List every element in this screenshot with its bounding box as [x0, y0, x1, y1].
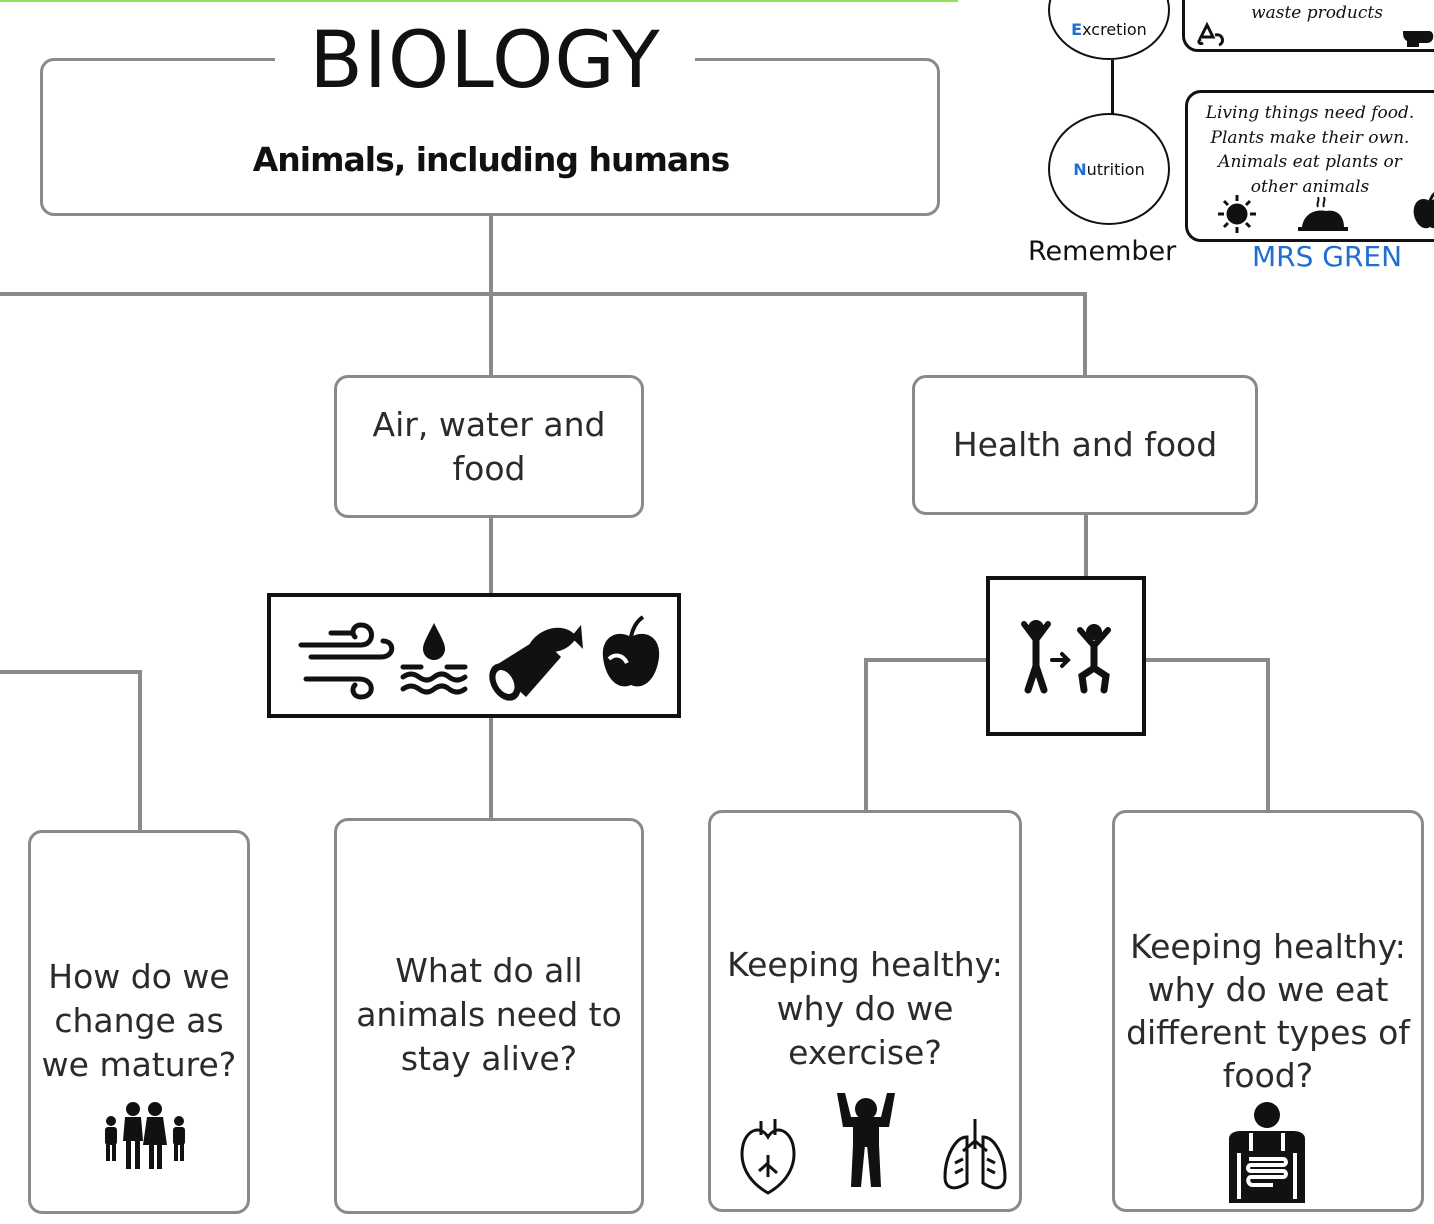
- apple-icon: [602, 615, 660, 687]
- heart-icon: [740, 1119, 796, 1195]
- question-line: we mature?: [41, 1045, 237, 1084]
- digestive-system-icon: [1229, 1102, 1305, 1203]
- question-card-exercise: Keeping healthy: why do we exercise?: [708, 810, 1022, 1212]
- page-title: BIOLOGY: [275, 16, 695, 106]
- question-line: why do we eat: [1147, 970, 1389, 1009]
- nutrition-circle: Nutrition: [1048, 113, 1170, 225]
- nutrition-box: Living things need food. Plants make the…: [1185, 90, 1434, 242]
- topic-air-water-food: Air, water and food: [334, 375, 644, 518]
- question-line: change as: [54, 1001, 224, 1040]
- strong-person-icon: [837, 1093, 895, 1187]
- nutrition-line: other animals: [1250, 176, 1370, 197]
- question-card-food-types: Keeping healthy: why do we eat different…: [1112, 810, 1424, 1212]
- water-icon: [400, 623, 468, 695]
- question-card-mature: How do we change as we mature?: [28, 830, 250, 1214]
- question-line: different types of: [1126, 1013, 1410, 1052]
- question-line: food?: [1222, 1056, 1314, 1095]
- question-line: What do all: [395, 951, 583, 990]
- excretion-text: waste products: [1251, 3, 1383, 23]
- family-icon: [105, 1102, 185, 1169]
- nutrition-line: Plants make their own.: [1210, 127, 1410, 148]
- health-food-icons: [986, 576, 1146, 736]
- nutrition-line: Living things need food.: [1205, 103, 1415, 123]
- exercise-icon: [1021, 620, 1111, 694]
- question-line: why do we: [776, 989, 954, 1028]
- question-line: stay alive?: [400, 1039, 578, 1078]
- nutrition-line: Animals eat plants or: [1218, 152, 1402, 172]
- sun-icon: [1218, 195, 1256, 233]
- meat-fish-icon: [489, 625, 583, 701]
- question-line: animals need to: [356, 995, 622, 1034]
- top-green-line: [0, 0, 958, 2]
- air-water-food-icons: [267, 593, 681, 718]
- page-subtitle: Animals, including humans: [252, 140, 730, 179]
- topic-label: Health and food: [952, 425, 1218, 464]
- topic-health-and-food: Health and food: [912, 375, 1258, 515]
- panel-connector: [1111, 60, 1114, 116]
- topic-label-line2: food: [452, 448, 526, 488]
- roast-chicken-icon: [1298, 197, 1348, 231]
- question-line: Keeping healthy:: [727, 945, 1003, 984]
- toilet-icon: [1403, 31, 1434, 47]
- recycle-icon: [1197, 21, 1224, 47]
- remember-label: Remember: [1028, 236, 1177, 267]
- question-line: exercise?: [788, 1033, 942, 1072]
- question-line: How do we: [48, 957, 230, 996]
- mrs-gren-label: MRS GREN: [1251, 240, 1403, 273]
- apple-small-icon: [1413, 191, 1434, 229]
- question-card-stay-alive: What do all animals need to stay alive?: [334, 818, 644, 1214]
- lungs-icon: [943, 1119, 1007, 1190]
- question-line: Keeping healthy:: [1130, 927, 1406, 966]
- excretion-box: waste products: [1182, 0, 1434, 52]
- wind-icon: [298, 622, 395, 700]
- topic-label-line1: Air, water and: [372, 404, 606, 444]
